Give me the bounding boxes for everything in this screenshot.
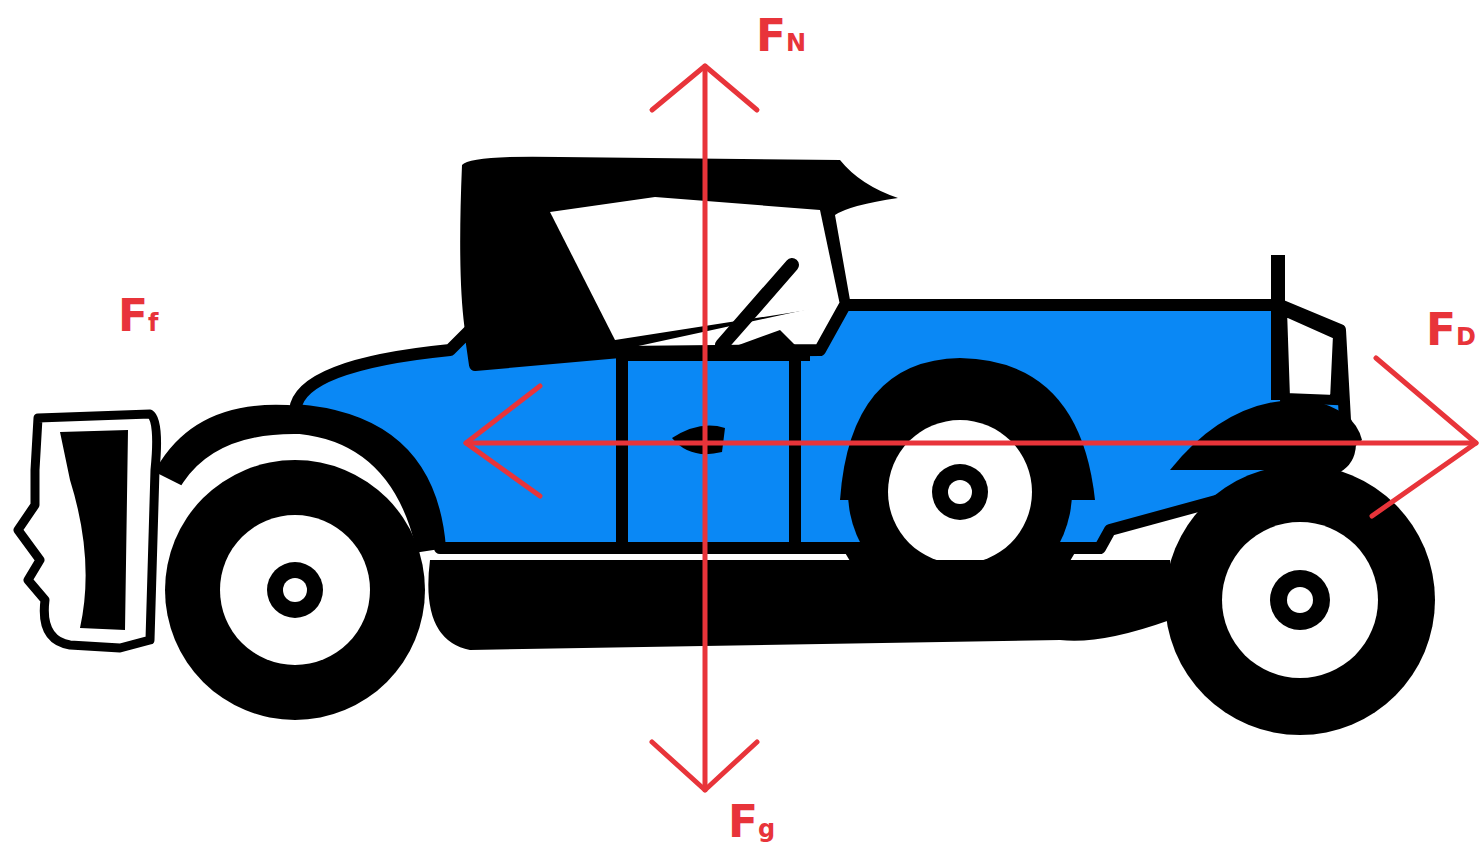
car-body	[295, 305, 1350, 548]
force-label: FD	[1426, 308, 1476, 352]
force-label: FN	[756, 14, 806, 58]
chassis	[428, 560, 1170, 650]
door-line	[620, 351, 810, 361]
door-line	[616, 350, 628, 545]
lamp	[1282, 310, 1338, 400]
door-handle	[672, 426, 725, 455]
door-line	[789, 360, 801, 545]
force-arrows	[466, 66, 1476, 790]
force-label: Fg	[728, 800, 775, 844]
force-label: Ff	[118, 294, 159, 338]
radiator	[18, 414, 157, 648]
